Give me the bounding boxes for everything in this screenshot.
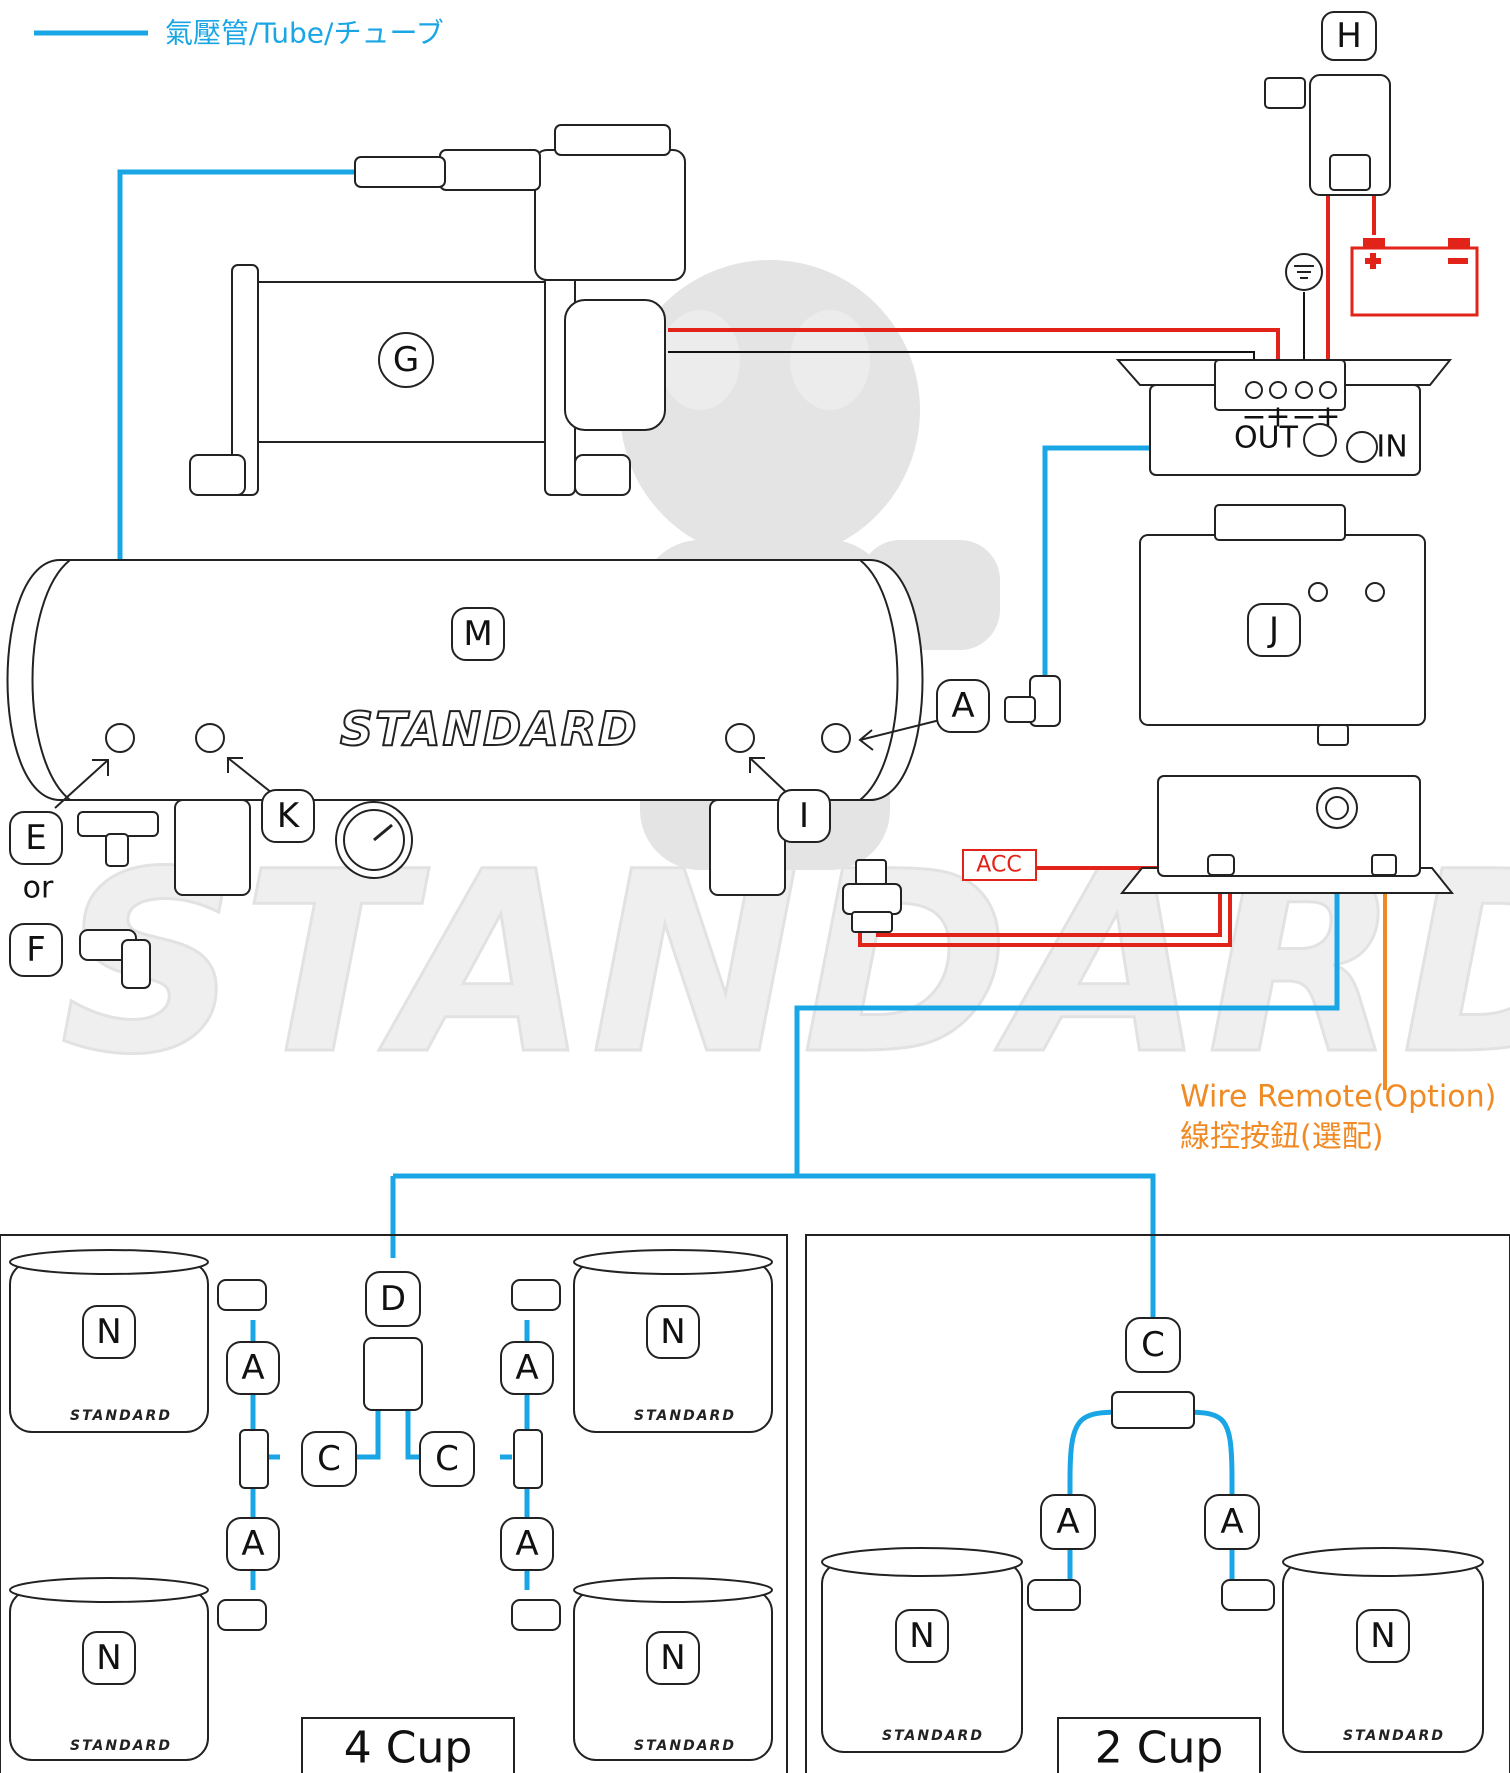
out-label: OUT (1234, 421, 1299, 456)
terminal-plus-1: + (1265, 400, 1290, 435)
suction-cup-icon: STANDARD N (9, 1249, 209, 1433)
or-text: or (23, 871, 54, 906)
fitting-a-4cup-2: A (515, 1348, 538, 1388)
compressor: G (189, 124, 686, 496)
fitting-c-4cup-1: C (317, 1439, 341, 1479)
suction-cup-icon: STANDARD N (9, 1577, 209, 1761)
controller-j: J (1139, 504, 1426, 746)
elbow-fitting-icon (217, 1599, 267, 1631)
remote-label-zh: 線控按鈕(選配) (1180, 1120, 1383, 1155)
relay-bracket-icon (1264, 77, 1306, 109)
legend-tube-label: 氣壓管/Tube/チューブ (165, 17, 444, 50)
tee-fitting-icon (1111, 1391, 1195, 1429)
fitting-a-4cup-1: A (241, 1348, 264, 1388)
relay-label: H (1336, 16, 1362, 56)
fitting-f-label: F (26, 930, 46, 970)
elbow-fitting-icon (1004, 675, 1061, 727)
elbow-fitting-icon (217, 1279, 267, 1311)
tee-fitting-icon (513, 1429, 543, 1489)
tee-fitting-icon (239, 1429, 269, 1489)
f-elbow-fitting-icon (79, 929, 151, 989)
cup-label-4: N (660, 1638, 685, 1678)
fitting-e-label: E (25, 818, 46, 858)
terminal-box: − + − + OUT IN (1115, 359, 1453, 476)
four-cup-panel: STANDARD N STANDARD N STANDARD N STANDAR… (0, 1234, 788, 1773)
four-cup-caption: 4 Cup (344, 1723, 473, 1773)
two-cup-caption: 2 Cup (1095, 1723, 1224, 1773)
suction-cup-icon: STANDARD N (573, 1577, 773, 1761)
cup-brand-3: STANDARD (70, 1738, 172, 1754)
fitting-a-4cup-4: A (515, 1524, 538, 1564)
pressure-switch-icon (842, 859, 902, 933)
port-arrows (54, 719, 941, 809)
elbow-fitting-icon (511, 1599, 561, 1631)
fitting-a-2cup-2: A (1220, 1502, 1243, 1542)
tee-fitting-icon (77, 811, 159, 867)
cup-label-5: N (909, 1616, 934, 1656)
battery-icon (1350, 238, 1479, 317)
y-fitting-icon (363, 1337, 423, 1411)
cup-label-3: N (96, 1638, 121, 1678)
cup-brand-2: STANDARD (634, 1408, 736, 1424)
acc-box: ACC (962, 849, 1037, 881)
cup-brand-5: STANDARD (882, 1728, 984, 1744)
cup-label-2: N (660, 1312, 685, 1352)
suction-cup-icon: STANDARD N (821, 1547, 1023, 1753)
cup-brand-4: STANDARD (634, 1738, 736, 1754)
port-k-label: K (277, 796, 301, 836)
fitting-d-label: D (380, 1279, 406, 1319)
fitting-a-4cup-3: A (241, 1524, 264, 1564)
cup-label-1: N (96, 1312, 121, 1352)
acc-label: ACC (976, 853, 1021, 878)
port-i-label: I (799, 796, 809, 836)
remote-label-en: Wire Remote(Option) (1180, 1080, 1496, 1115)
fitting-c-2cup: C (1141, 1325, 1165, 1365)
elbow-fitting-icon (1221, 1579, 1275, 1611)
cup-label-6: N (1370, 1616, 1395, 1656)
two-cup-panel: STANDARD N STANDARD N C A A 2 Cup (805, 1234, 1510, 1773)
ground-icon (1285, 253, 1323, 291)
cup-brand-6: STANDARD (1343, 1728, 1445, 1744)
suction-cup-icon: STANDARD N (573, 1249, 773, 1433)
valve-block (1119, 775, 1455, 894)
relay: H (1264, 11, 1391, 196)
fitting-a-tank-label: A (951, 686, 974, 726)
fitting-c-4cup-2: C (435, 1439, 459, 1479)
terminal-minus-1: − (1241, 400, 1266, 435)
elbow-fitting-icon (1027, 1579, 1081, 1611)
suction-cup-icon: STANDARD N (1282, 1547, 1484, 1753)
elbow-fitting-icon (511, 1279, 561, 1311)
tank-label: M (463, 614, 492, 654)
compressor-label: G (393, 340, 419, 380)
cup-brand-1: STANDARD (70, 1408, 172, 1424)
in-label: IN (1376, 430, 1407, 465)
tank-side-labels: A E or F K I (9, 679, 990, 977)
air-tank: STANDARD M (6, 559, 924, 896)
pressure-gauge-icon (335, 801, 413, 879)
controller-label: J (1267, 610, 1279, 650)
tank-brand: STANDARD (340, 702, 638, 756)
fitting-a-2cup-1: A (1056, 1502, 1079, 1542)
